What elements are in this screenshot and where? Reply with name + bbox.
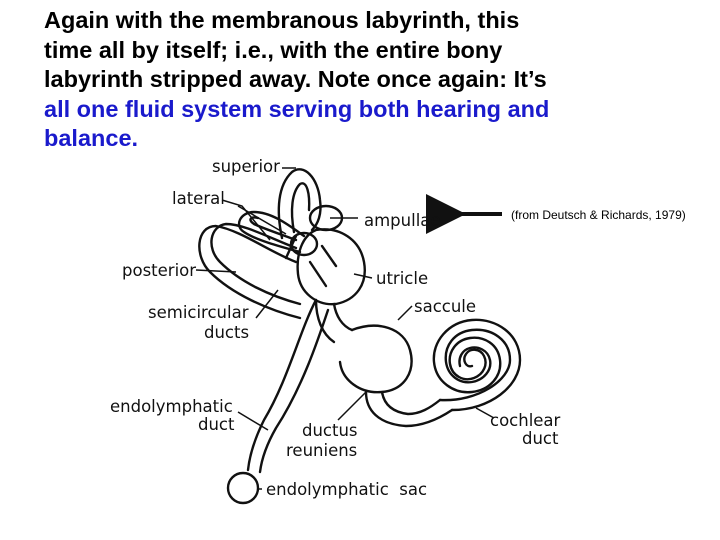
diagram-labels: superior lateral ampullae posterior utri…: [110, 157, 561, 499]
label-cochlear-duct-1: cochlear: [490, 411, 561, 430]
label-endolymphatic-duct-2: duct: [198, 415, 235, 434]
utricle-body: [296, 228, 366, 306]
lateral-duct-inner: [249, 216, 298, 242]
labyrinth-drawing: [198, 168, 522, 505]
label-ductus-reuniens-1: ductus: [302, 421, 358, 440]
ductus-reuniens: [380, 390, 442, 416]
cochlear-duct-spiral: [432, 318, 522, 412]
slide-caption: Again with the membranous labyrinth, thi…: [44, 6, 684, 154]
label-endolymphatic-sac: endolymphatic sac: [266, 480, 427, 499]
superior-duct-inner: [290, 182, 311, 234]
caption-line-2: time all by itself; i.e., with the entir…: [44, 36, 503, 63]
label-cochlear-duct-2: duct: [522, 429, 559, 448]
label-ampullae: ampullae: [364, 211, 441, 230]
superior-duct: [277, 168, 322, 240]
endolymphatic-sac-shape: [226, 471, 260, 505]
caption-line-5: balance.: [44, 125, 139, 152]
label-semicircular-1: semicircular: [148, 303, 249, 322]
label-endolymphatic-duct-1: endolymphatic: [110, 397, 233, 416]
label-lateral: lateral: [172, 189, 225, 208]
lateral-duct: [237, 210, 306, 254]
label-ductus-reuniens-2: reuniens: [286, 441, 357, 460]
posterior-duct-inner: [210, 222, 302, 306]
caption-line-4: all one fluid system serving both hearin…: [44, 95, 550, 122]
label-superior: superior: [212, 157, 280, 176]
endolymphatic-duct: [246, 298, 318, 472]
label-posterior: posterior: [122, 261, 196, 280]
caption-line-1: Again with the membranous labyrinth, thi…: [44, 7, 520, 33]
leader-lines: [195, 167, 495, 490]
label-utricle: utricle: [376, 269, 428, 288]
saccule-body: [338, 324, 413, 394]
ampulla-lateral: [289, 231, 319, 257]
caption-line-3: labyrinth stripped away. Note once again…: [44, 66, 547, 93]
label-semicircular-2: ducts: [204, 323, 249, 342]
source-credit: (from Deutsch & Richards, 1979): [511, 208, 686, 222]
label-saccule: saccule: [414, 297, 476, 316]
posterior-duct: [198, 224, 302, 320]
